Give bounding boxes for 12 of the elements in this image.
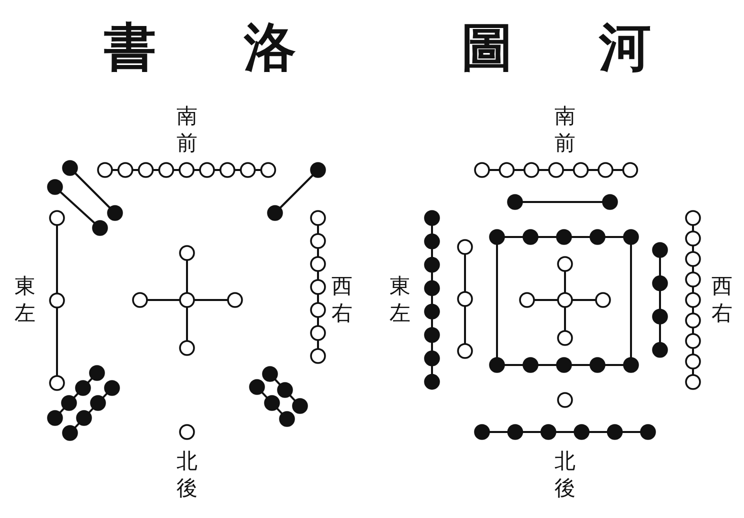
- direction-label: 西右: [331, 273, 353, 327]
- direction-label: 西右: [711, 273, 733, 327]
- direction-label: 北後: [554, 448, 576, 502]
- direction-label: 東左: [14, 273, 36, 327]
- direction-label: 北後: [176, 448, 198, 502]
- title-character: 洛: [244, 22, 296, 74]
- title-character: 圖: [461, 22, 513, 74]
- title-character: 河: [599, 22, 651, 74]
- title-character: 書: [104, 22, 156, 74]
- direction-label: 南前: [554, 103, 576, 157]
- direction-label: 南前: [176, 103, 198, 157]
- direction-label: 東左: [389, 273, 411, 327]
